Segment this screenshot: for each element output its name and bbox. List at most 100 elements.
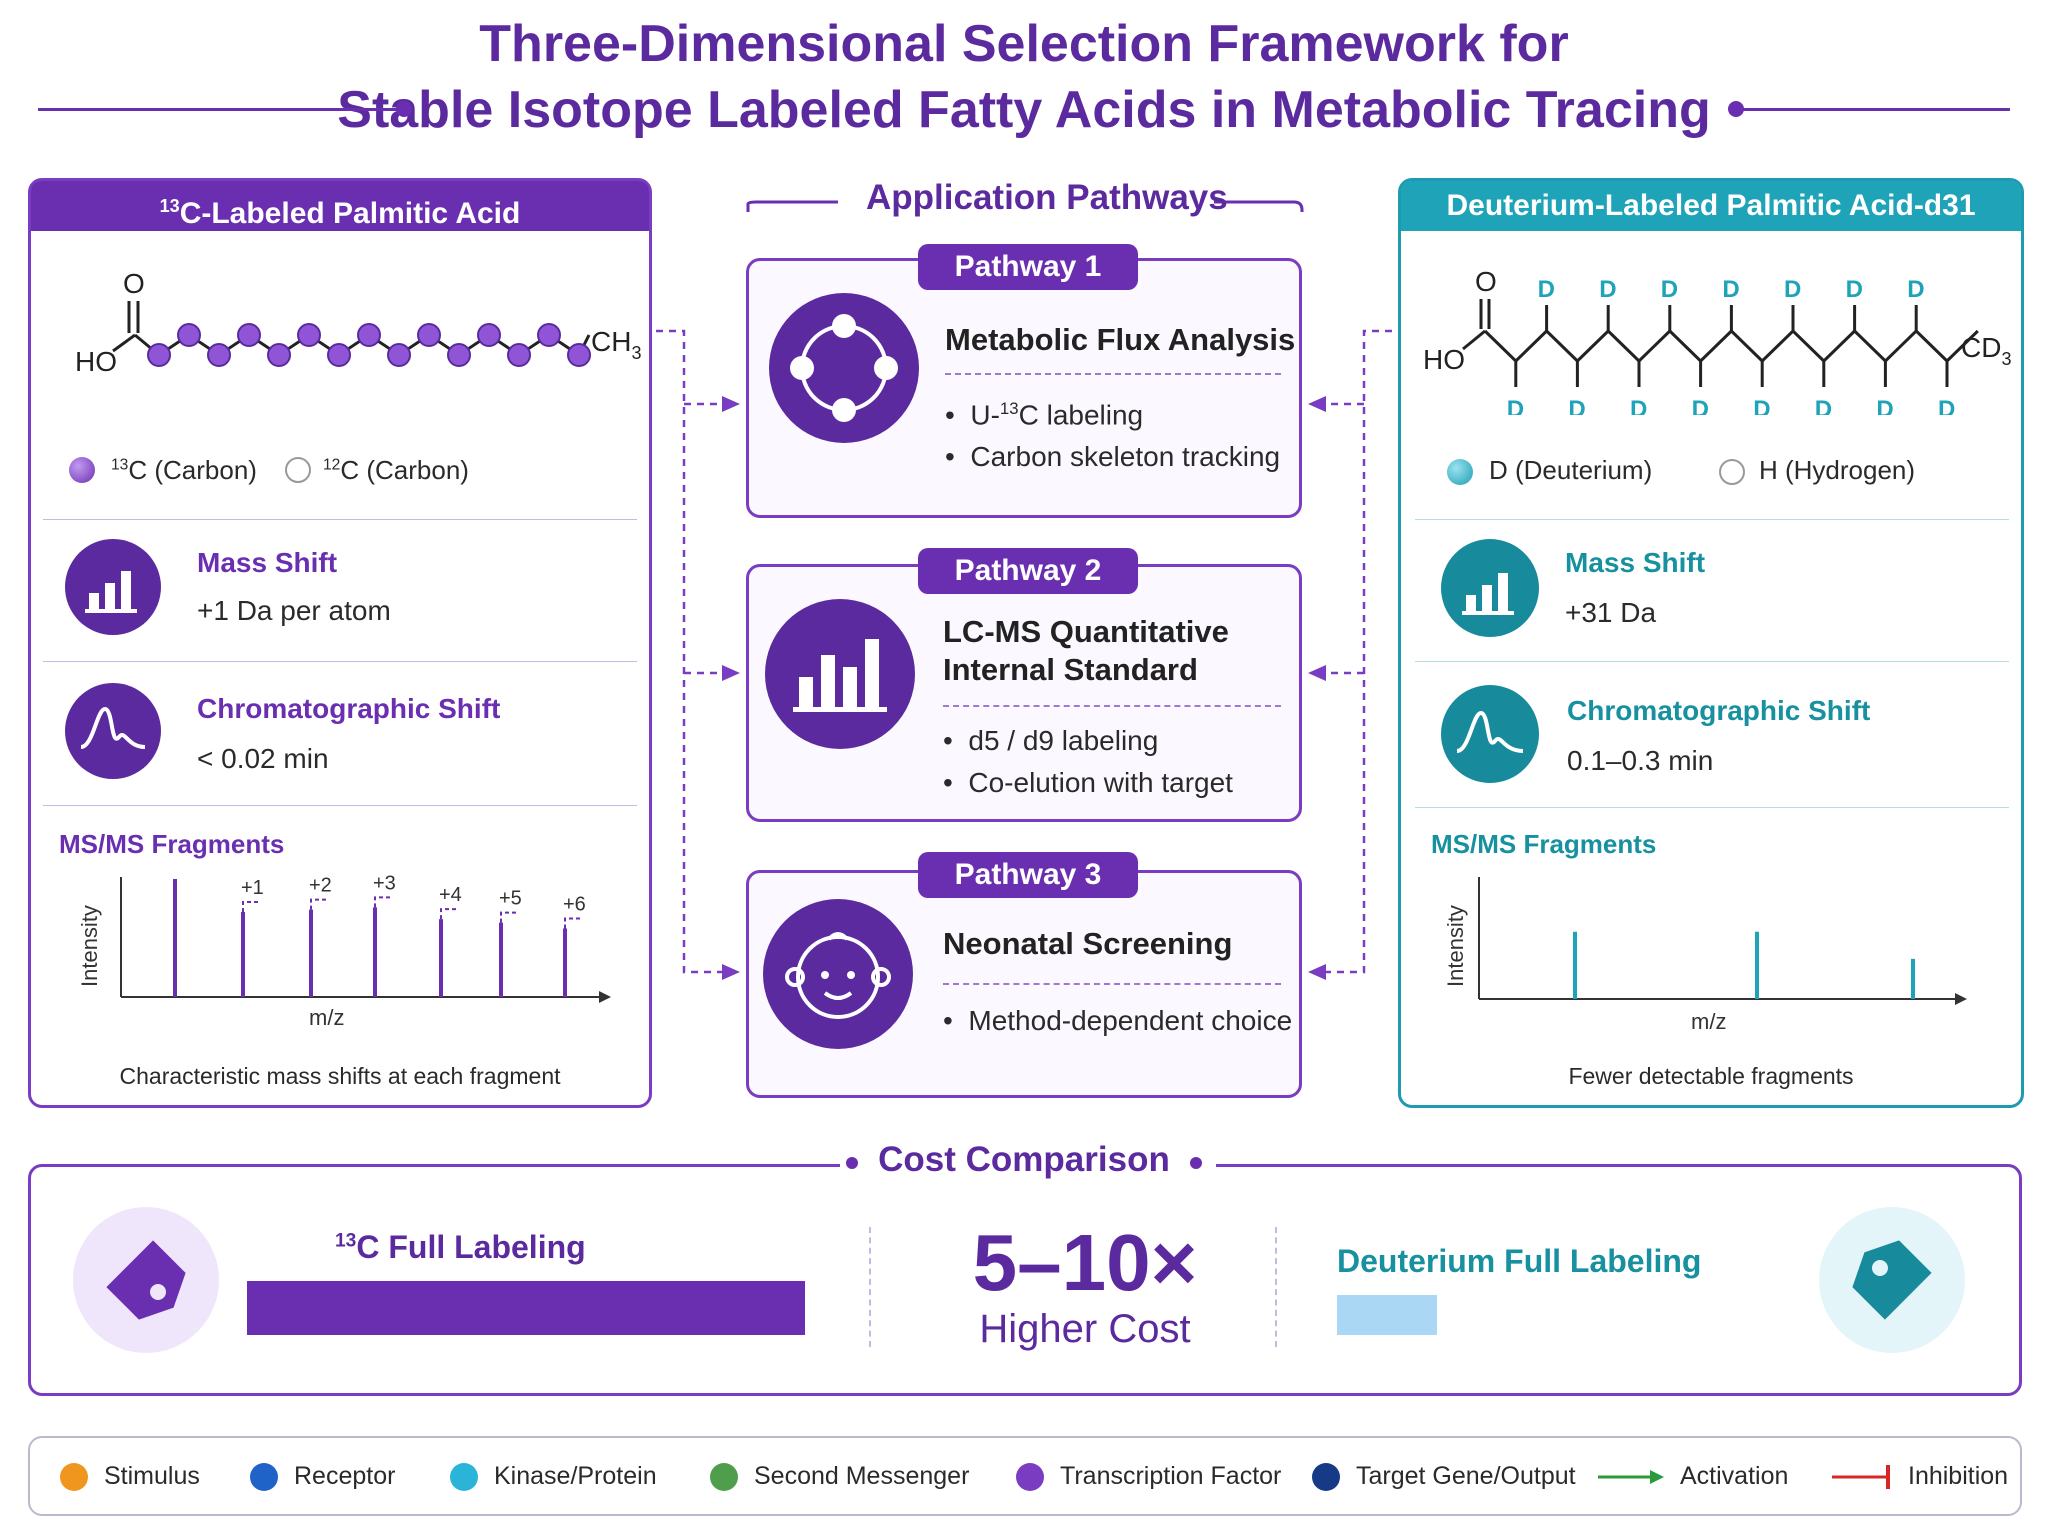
c13-cost-bar (247, 1281, 805, 1335)
d31-legend-hydrogen: H (Hydrogen) (1759, 455, 1916, 485)
d31-chrom-icon (1441, 685, 1539, 783)
c13-chrom-icon (65, 683, 161, 779)
c13-mass-shift-label: Mass Shift (197, 547, 338, 578)
legend-target-gene-dot (1312, 1463, 1340, 1491)
c13-mol-ch3: CH3 (591, 326, 641, 363)
c13-atom (267, 343, 291, 367)
c13-msms-shift-bracket (374, 896, 393, 908)
page-title-line2: Stable Isotope Labeled Fatty Acids in Me… (337, 81, 1711, 139)
c13-atom (327, 343, 351, 367)
pathway-1-title: Metabolic Flux Analysis (945, 322, 1296, 357)
pathway-1-divider (945, 373, 1281, 375)
d31-mass-shift-label: Mass Shift (1565, 547, 1706, 578)
legend-inhibition: Inhibition (1908, 1462, 2009, 1490)
d31-deuterium-label: D (1661, 276, 1678, 303)
d31-panel-header: Deuterium-Labeled Palmitic Acid-d31 (1401, 181, 2021, 231)
c13-atom (537, 323, 561, 347)
c13-legend-dot (69, 457, 95, 483)
pathways-title-brackets (746, 200, 1304, 212)
c12-legend-dot (285, 457, 311, 483)
d31-chrom-value: 0.1–0.3 min (1567, 745, 1714, 776)
d31-msms-label: MS/MS Fragments (1431, 829, 1657, 859)
c13-legend-c13: 13C (Carbon) (111, 455, 257, 485)
pathway-3-tag: Pathway 3 (918, 852, 1138, 898)
c13-mol-ho: HO (75, 346, 117, 377)
c13-msms-shift-label: +2 (309, 875, 332, 897)
c13-atom (147, 343, 171, 367)
legend-second-messenger-dot (710, 1463, 738, 1491)
legend-stimulus: Stimulus (104, 1462, 200, 1490)
c13-chrom-label: Chromatographic Shift (197, 693, 501, 724)
d31-deuterium-label: D (1507, 396, 1524, 415)
c13-mass-shift-icon (65, 539, 161, 635)
peak-wave-icon (1456, 710, 1524, 753)
pathway-2-title-line2: Internal Standard (943, 652, 1198, 687)
title-rule-left-dot (396, 101, 412, 117)
pathway-3-icon-circle (763, 899, 913, 1049)
c13-panel-header: 13C-Labeled Palmitic Acid (31, 181, 649, 231)
cost-divider-left (869, 1227, 871, 1347)
c13-sep-2 (43, 661, 637, 662)
page-title-line1: Three-Dimensional Selection Framework fo… (479, 15, 1569, 73)
deuterium-cost-label: Deuterium Full Labeling (1337, 1243, 1702, 1279)
pathway-2-bullet-1: • d5 / d9 labeling (943, 725, 1159, 756)
d31-deuterium-label: D (1876, 396, 1893, 415)
legend-second-messenger: Second Messenger (754, 1462, 970, 1490)
cycle-arrows-icon (790, 314, 898, 422)
c13-mass-shift-value: +1 Da per atom (197, 595, 391, 626)
c13-atom (387, 343, 411, 367)
c13-bond-oh (112, 333, 136, 353)
pathway-3-card: Neonatal Screening • Method-dependent ch… (746, 870, 1302, 1098)
pathway-1-bullet-1: • U-13C labeling (945, 399, 1144, 431)
pathway-1-card: Metabolic Flux Analysis • U-13C labeling… (746, 258, 1302, 518)
c13-msms-shift-bracket (564, 917, 583, 929)
price-tag-icon (106, 1240, 186, 1320)
legend-transcription-factor-dot (1016, 1463, 1044, 1491)
c13-sep-1 (43, 519, 637, 520)
d31-mass-shift-icon (1441, 539, 1539, 637)
d31-mol-ho: HO (1423, 344, 1465, 375)
legend-kinase: Kinase/Protein (494, 1462, 657, 1490)
d31-mass-shift-value: +31 Da (1565, 597, 1657, 628)
c13-x-label: m/z (309, 1005, 344, 1030)
deuterium-tag-icon-bg (1819, 1207, 1965, 1353)
d31-deuterium-label: D (1538, 276, 1555, 303)
c13-atom (447, 343, 471, 367)
pathway-2-icon-circle (765, 599, 915, 749)
activation-arrow-icon (1598, 1470, 1664, 1484)
pathway-3-divider (943, 983, 1281, 985)
d31-sep-3 (1415, 807, 2009, 808)
c13-x-arrow (599, 991, 611, 1003)
pathway-2-divider (943, 705, 1281, 707)
c13-atom (207, 343, 231, 367)
d31-deuterium-label: D (1784, 276, 1801, 303)
d31-deuterium-label: D (1753, 396, 1770, 415)
d31-legend-deuterium: D (Deuterium) (1489, 455, 1653, 485)
pathways-section-title: Application Pathways (866, 178, 1228, 217)
d31-y-label: Intensity (1443, 905, 1468, 987)
peak-wave-icon (80, 706, 146, 749)
c13-y-label: Intensity (77, 905, 102, 987)
cost-multiplier: 5–10× (972, 1218, 1198, 1307)
legend-receptor-dot (250, 1463, 278, 1491)
c13-msms-caption: Characteristic mass shifts at each fragm… (119, 1063, 561, 1089)
c13-atom (567, 343, 591, 367)
c13-msms-shift-label: +4 (439, 884, 462, 906)
pathway-3-bullet-1: • Method-dependent choice (943, 1005, 1293, 1036)
d31-deuterium-label: D (1599, 276, 1616, 303)
d31-deuterium-label: D (1630, 396, 1647, 415)
c13-msms-shift-label: +1 (241, 877, 264, 899)
legend-activation: Activation (1680, 1462, 1789, 1490)
pathway-1-tag: Pathway 1 (918, 244, 1138, 290)
c13-tag-icon-bg (73, 1207, 219, 1353)
price-tag-icon (1852, 1240, 1932, 1320)
d31-legend-deuterium-dot (1447, 459, 1473, 485)
c13-atom (417, 323, 441, 347)
deuterium-cost-bar (1337, 1295, 1438, 1335)
c13-palmitic-structure: O HO CH3 (75, 268, 641, 377)
d31-deuterium-label: D (1692, 396, 1709, 415)
d31-deuterium-label: D (1722, 276, 1739, 303)
c13-atom (507, 343, 531, 367)
